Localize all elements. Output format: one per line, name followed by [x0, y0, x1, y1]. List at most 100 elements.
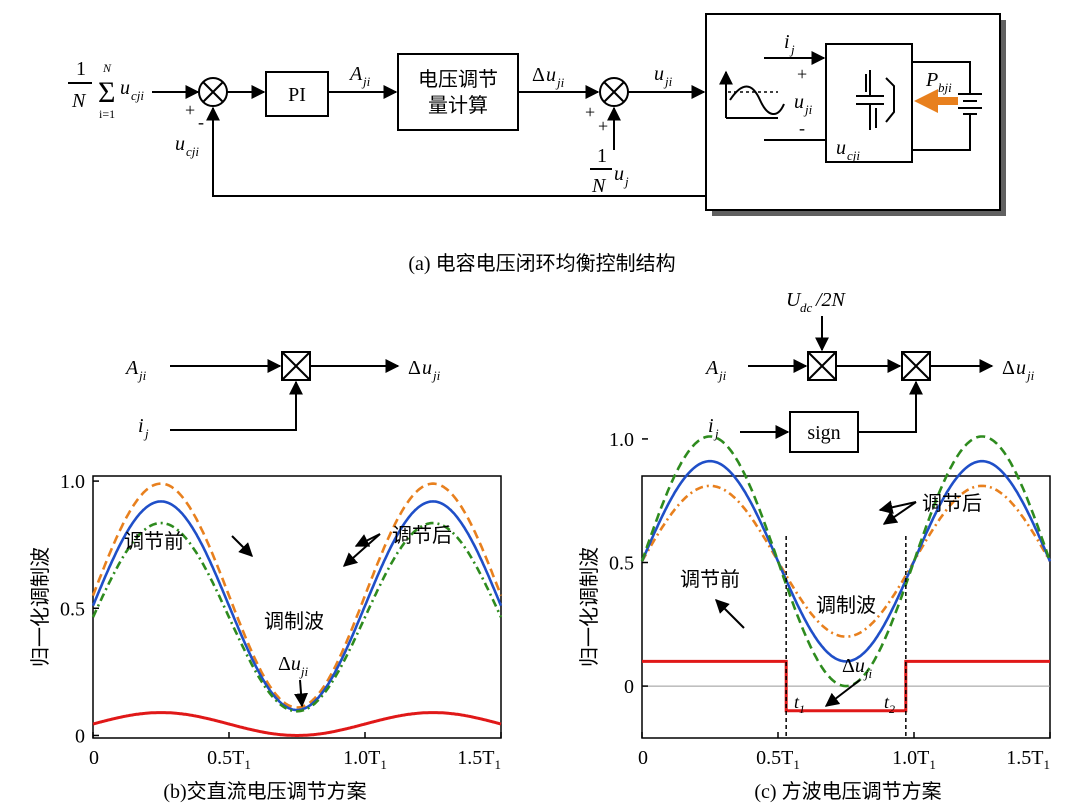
x-tick-label: 1.5T1 — [457, 747, 501, 772]
b-out-var: u — [422, 357, 432, 379]
y-axis-label: 归一化调制波 — [578, 547, 601, 667]
x-tick-label: 1.0T1 — [892, 747, 936, 772]
annot-delta: Δuji — [278, 653, 308, 679]
junction2-plus-left: + — [585, 102, 595, 122]
summing-junction-1 — [198, 77, 228, 107]
x-tick-sub: 1 — [929, 757, 936, 772]
ac-source-symbol — [719, 70, 785, 119]
module-ucji-var: u — [836, 137, 846, 159]
annot-t1: t1 — [794, 692, 805, 716]
c-udc-sub: dc — [800, 300, 813, 315]
y-axis-label: 归一化调制波 — [29, 547, 52, 667]
b-multiplier — [281, 351, 311, 381]
module-uji-var: u — [794, 91, 804, 113]
delta-var: u — [855, 655, 865, 677]
c-udc-rest: /2N — [815, 289, 847, 311]
module-uji-sub: ji — [803, 102, 813, 117]
x-tick-label: 0.5T1 — [756, 747, 800, 772]
series-before — [640, 484, 1052, 639]
sign-label: sign — [807, 422, 840, 444]
sum-frac-den: N — [71, 90, 87, 112]
module-ucji-sub: cji — [847, 148, 860, 163]
battery-wire-bottom — [912, 114, 971, 151]
caption-a: (a) 电容电压闭环均衡控制结构 — [408, 252, 675, 275]
b-aji-sub: ji — [137, 368, 147, 383]
annot-after: 调节后 — [392, 524, 452, 547]
junction1-plus: + — [185, 100, 195, 120]
x-tick-sub: 1 — [380, 757, 387, 772]
battery-wire-top — [912, 61, 971, 94]
ff-sub: j — [623, 174, 629, 189]
y-tick-label: 0.5 — [60, 598, 85, 620]
module-i-sub: j — [789, 42, 795, 57]
b-out-prefix: Δ — [408, 357, 421, 379]
delta-sub: ji — [863, 666, 873, 681]
annot-t2-sub: 2 — [889, 702, 895, 716]
series-after — [640, 435, 1052, 688]
c-sign-arrow — [858, 380, 923, 433]
panel-b-block: A ji Δ u ji i j — [124, 351, 441, 441]
annot-after-arrow-1 — [342, 533, 381, 567]
b-out-sub: ji — [431, 368, 441, 383]
x-tick-label: 0 — [638, 747, 648, 769]
annot-delta: Δuji — [842, 655, 872, 681]
annot-after: 调节后 — [922, 492, 982, 515]
calc-block-line1: 电压调节 — [418, 68, 498, 91]
b-ij-var: i — [138, 415, 144, 437]
feedback-var: u — [175, 133, 185, 155]
series-mid — [640, 459, 1052, 663]
c-out-sub: ji — [1025, 368, 1035, 383]
sum-top: N — [102, 61, 112, 75]
annot-before-arrow — [715, 599, 745, 629]
annot-t2: t2 — [884, 692, 895, 716]
annot-t1-sub: 1 — [799, 702, 805, 716]
delta-sub: ji — [299, 664, 309, 679]
annot-before: 调节前 — [680, 568, 740, 591]
feedback-sub: cji — [186, 144, 199, 159]
y-tick-label: 1.0 — [609, 429, 634, 451]
annot-after-arrow-1 — [878, 500, 917, 515]
ff-den: N — [591, 175, 607, 197]
panel-c-block: U dc /2N A ji Δ u ji i j sign — [704, 289, 1035, 453]
c-ij-var: i — [708, 415, 714, 437]
x-tick-sub: 1 — [244, 757, 251, 772]
ff-num: 1 — [597, 145, 607, 167]
pi-label: PI — [288, 84, 306, 106]
sum-var-sub: cji — [131, 88, 144, 103]
annot-wave: 调制波 — [264, 610, 324, 633]
pbji-var: P — [925, 69, 938, 91]
b-ij-sub: j — [143, 426, 149, 441]
sum-frac-num: 1 — [76, 58, 86, 80]
caption-c: (c) 方波电压调节方案 — [754, 780, 941, 803]
x-tick-sub: 1 — [1044, 757, 1051, 772]
annot-after-arrow-2 — [354, 533, 381, 547]
delta-var: u — [546, 64, 556, 86]
series-delta — [92, 711, 502, 737]
caption-b: (b)交直流电压调节方案 — [163, 780, 366, 803]
sum-var: u — [120, 77, 130, 99]
delta-prefix: Δ — [278, 653, 291, 675]
sum-bottom: i=1 — [99, 107, 115, 121]
junction1-minus: - — [198, 112, 204, 132]
module-minus: - — [799, 118, 805, 138]
b-aji-var: A — [124, 357, 139, 379]
c-out-prefix: Δ — [1002, 357, 1015, 379]
c-udc-var: U — [786, 289, 802, 311]
c-aji-sub: ji — [717, 368, 727, 383]
delta-prefix: Δ — [532, 64, 545, 86]
u-ji-sub: ji — [663, 74, 673, 89]
junction2-plus-bottom: + — [598, 116, 608, 136]
sign-block — [789, 411, 859, 453]
plot-frame — [641, 475, 1051, 739]
c-multiplier-1 — [807, 351, 837, 381]
a-ji-var: A — [348, 63, 363, 85]
c-ij-sub: j — [713, 426, 719, 441]
pi-block — [265, 71, 329, 117]
x-tick-label: 0.5T1 — [207, 747, 251, 772]
annot-before-arrow — [231, 535, 253, 557]
annot-delta-arrow — [294, 679, 309, 708]
annot-wave: 调制波 — [816, 594, 876, 617]
y-tick-label: 1.0 — [60, 471, 85, 493]
